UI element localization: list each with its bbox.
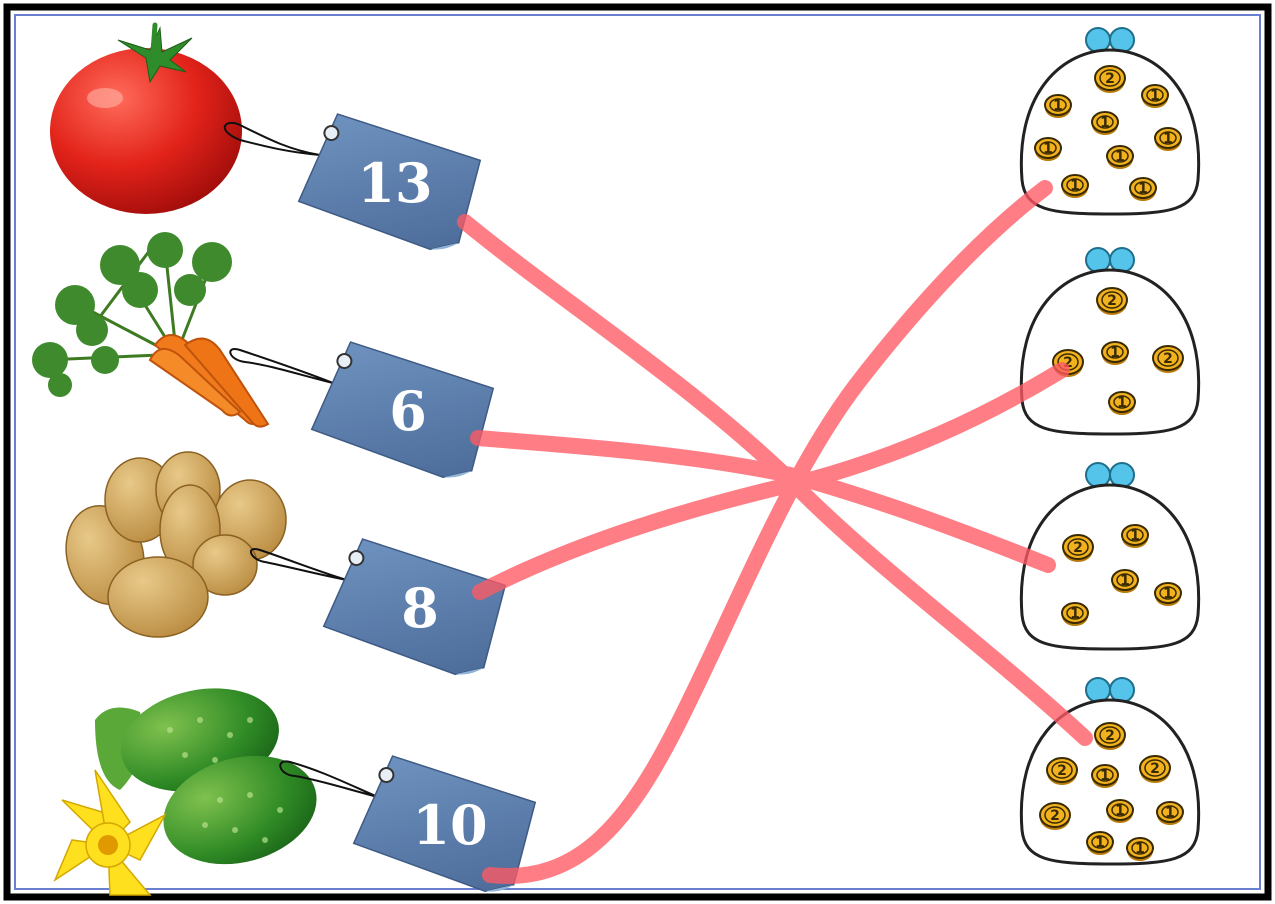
- coin-value: 1: [1070, 178, 1080, 194]
- coin-value: 2: [1105, 728, 1115, 744]
- coin-value: 1: [1115, 803, 1125, 819]
- coin-value: 2: [1073, 540, 1083, 556]
- coin-value: 1: [1135, 841, 1145, 857]
- coin-one: 1: [1108, 391, 1136, 415]
- coin-one: 1: [1061, 602, 1089, 626]
- matching-lines: [457, 180, 1093, 884]
- price-tag-3: 8: [322, 538, 507, 676]
- coin-value: 2: [1057, 763, 1067, 779]
- coin-value: 2: [1050, 808, 1060, 824]
- coin-value: 1: [1115, 149, 1125, 165]
- price-label: 8: [401, 576, 439, 640]
- coin-two: 2: [1062, 534, 1094, 562]
- coin-value: 1: [1138, 181, 1148, 197]
- coin-one: 1: [1106, 799, 1134, 823]
- coin-value: 1: [1100, 115, 1110, 131]
- coin-two: 2: [1096, 287, 1128, 315]
- coin-one: 1: [1141, 84, 1169, 108]
- coin-value: 1: [1120, 573, 1130, 589]
- coin-value: 1: [1100, 768, 1110, 784]
- coin-value: 2: [1107, 293, 1117, 309]
- tomato-icon: [50, 22, 242, 214]
- coin-one: 1: [1121, 524, 1149, 548]
- price-tag-1: 13: [297, 113, 482, 251]
- price-label: 10: [412, 793, 487, 857]
- coin-value: 1: [1165, 805, 1175, 821]
- coin-one: 1: [1091, 764, 1119, 788]
- coin-two: 2: [1139, 755, 1171, 783]
- coin-one: 1: [1154, 582, 1182, 606]
- coin-one: 1: [1156, 801, 1184, 825]
- coin-value: 2: [1105, 71, 1115, 87]
- coin-value: 1: [1110, 345, 1120, 361]
- coin-value: 2: [1163, 351, 1173, 367]
- coin-value: 1: [1130, 528, 1140, 544]
- match-line-2: [470, 430, 1056, 573]
- price-label: 13: [357, 151, 432, 215]
- coin-value: 1: [1095, 835, 1105, 851]
- coin-one: 1: [1129, 177, 1157, 201]
- coin-value: 1: [1150, 88, 1160, 104]
- coin-two: 2: [1094, 722, 1126, 750]
- cucumber-icon: [53, 688, 317, 896]
- coin-one: 1: [1091, 111, 1119, 135]
- coin-value: 1: [1163, 586, 1173, 602]
- coin-one: 1: [1101, 341, 1129, 365]
- price-tag-2: 6: [310, 341, 495, 479]
- tag-strings: [224, 121, 379, 798]
- coin-purse-3: 1 2 1 1 1: [1019, 462, 1201, 651]
- price-tag-4: 10: [352, 755, 537, 893]
- coin-value: 1: [1070, 606, 1080, 622]
- coin-two: 2: [1152, 345, 1184, 373]
- purse-clasp-icon: [1085, 27, 1135, 53]
- coin-one: 1: [1061, 174, 1089, 198]
- coin-one: 1: [1044, 94, 1072, 118]
- price-label: 6: [389, 379, 427, 443]
- coin-value: 2: [1150, 761, 1160, 777]
- match-line-4: [482, 180, 1053, 884]
- coin-value: 1: [1053, 98, 1063, 114]
- coin-one: 1: [1106, 145, 1134, 169]
- inner-frame: [14, 14, 1261, 890]
- coin-one: 1: [1126, 837, 1154, 861]
- coin-one: 1: [1086, 831, 1114, 855]
- purse-clasp-icon: [1085, 677, 1135, 703]
- coin-two: 2: [1039, 802, 1071, 830]
- coin-two: 2: [1046, 757, 1078, 785]
- coin-one: 1: [1034, 137, 1062, 161]
- coin-value: 1: [1163, 131, 1173, 147]
- coin-one: 1: [1154, 127, 1182, 151]
- purse-clasp-icon: [1085, 462, 1135, 488]
- carrot-icon: [32, 232, 270, 428]
- coin-purse-2: 2 2 1 2 1: [1019, 247, 1201, 436]
- coin-value: 1: [1117, 395, 1127, 411]
- coin-value: 2: [1063, 355, 1073, 371]
- coin-one: 1: [1111, 569, 1139, 593]
- coin-value: 1: [1043, 141, 1053, 157]
- coin-two: 2: [1094, 65, 1126, 93]
- match-line-3: [472, 362, 1070, 600]
- potato-icon: [65, 451, 287, 638]
